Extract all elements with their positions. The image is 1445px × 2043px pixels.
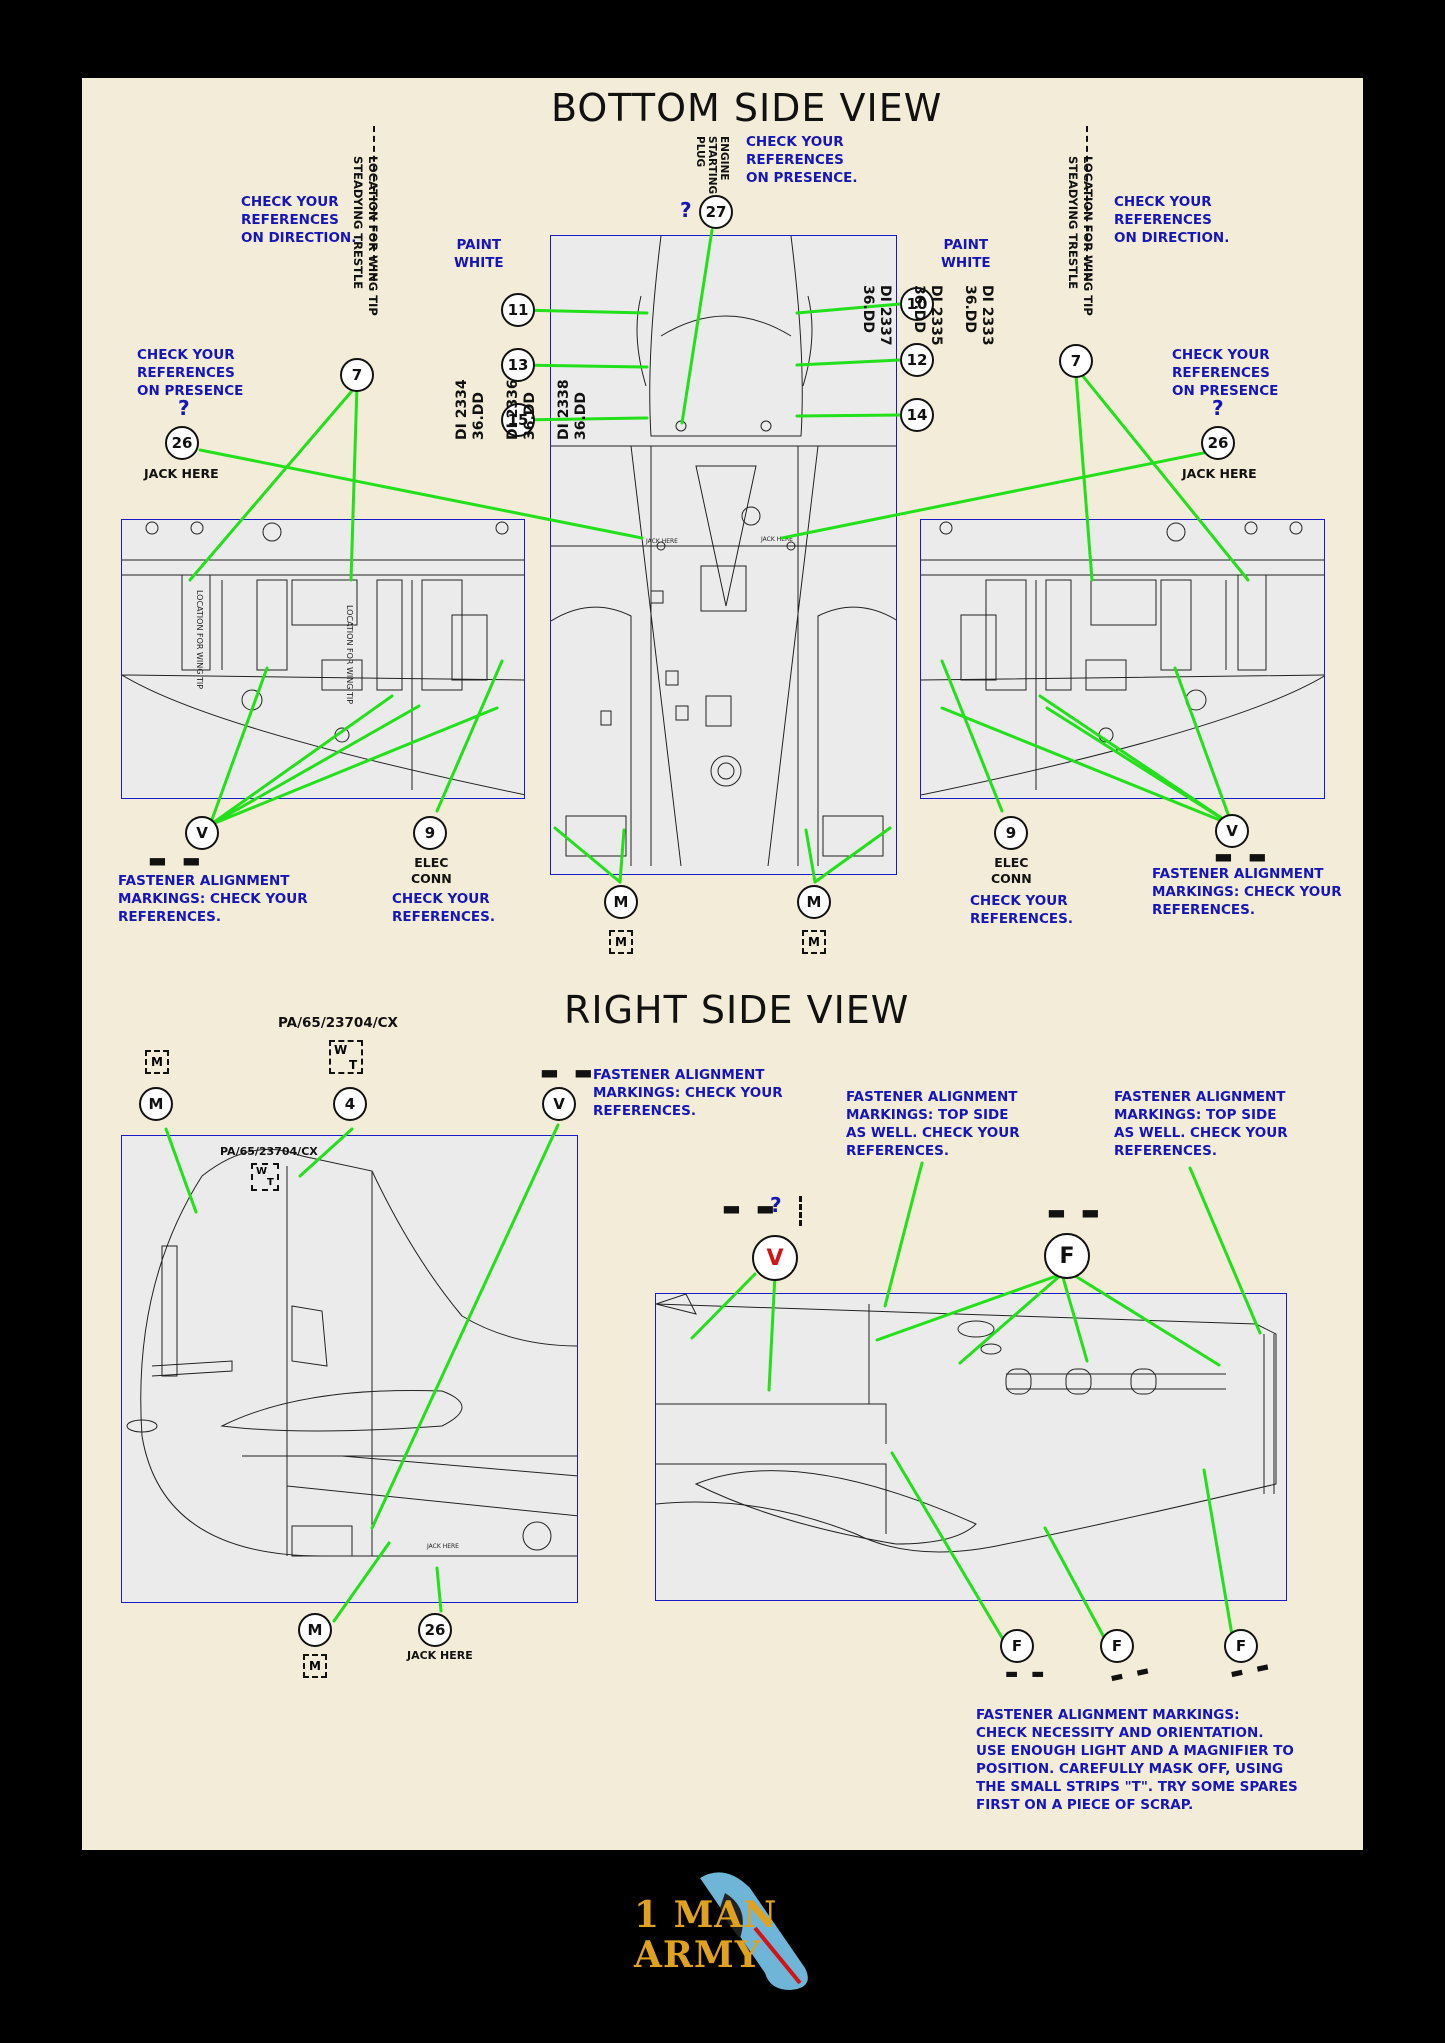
note-fastener-nose-mid: FASTENER ALIGNMENT MARKINGS: TOP SIDE AS…	[846, 1089, 1020, 1159]
fuselage-bottom-panel: JACK HERE JACK HERE	[550, 235, 897, 875]
svg-text:JACK HERE: JACK HERE	[645, 538, 678, 545]
callout-12: 12	[900, 343, 934, 377]
callout-f-2: F	[1100, 1629, 1134, 1663]
m-marker-box-tail: M	[145, 1050, 169, 1074]
elec-conn-right: ELEC CONN	[991, 855, 1032, 886]
callout-26-left: 26	[165, 426, 199, 460]
note-fastener-right: FASTENER ALIGNMENT MARKINGS: CHECK YOUR …	[1152, 866, 1342, 918]
note-presence-left: CHECK YOUR REFERENCES ON PRESENCE	[137, 347, 244, 399]
callout-11: 11	[501, 293, 535, 327]
question-mark-engine: ?	[680, 198, 692, 222]
v-dash-left: ▬ ▬	[148, 848, 205, 872]
note-elec-right: CHECK YOUR REFERENCES.	[970, 893, 1073, 927]
logo-line-2: ARMY	[634, 1934, 762, 1976]
callout-7-left: 7	[340, 358, 374, 392]
svg-text:JACK HERE: JACK HERE	[760, 536, 793, 543]
f-dash-1: ▬ ▬	[1005, 1666, 1049, 1682]
callout-26-right: 26	[1201, 426, 1235, 460]
v-dash-tail: ▬ ▬	[540, 1060, 597, 1084]
callout-m-lower: M	[298, 1613, 332, 1647]
leader-lines	[164, 228, 1262, 1643]
note-paint-right: PAINT WHITE	[941, 237, 991, 271]
callout-4: 4	[333, 1087, 367, 1121]
jack-here-lower: JACK HERE	[407, 1649, 473, 1662]
note-direction-right: CHECK YOUR REFERENCES ON DIRECTION.	[1114, 194, 1230, 246]
m-marker-box-lower: M	[303, 1654, 327, 1678]
right-view-title: RIGHT SIDE VIEW	[564, 988, 910, 1032]
trestle-dash-right	[1086, 126, 1088, 281]
callout-m-tail: M	[139, 1087, 173, 1121]
engine-starting-plug-label: ENGINE STARTING PLUG	[694, 136, 730, 195]
elec-conn-left: ELEC CONN	[411, 855, 452, 886]
callout-10: 10	[900, 287, 934, 321]
note-presence-engine: CHECK YOUR REFERENCES ON PRESENCE.	[746, 134, 858, 186]
callout-v-right: V	[1215, 814, 1249, 848]
callout-9-left: 9	[413, 816, 447, 850]
svg-text:LOCATION FOR WING TIP: LOCATION FOR WING TIP	[195, 590, 204, 689]
wt-marker: W T	[329, 1040, 363, 1074]
m-marker-box-right: M	[802, 930, 826, 954]
question-mark-right: ?	[1212, 396, 1224, 420]
note-fastener-left: FASTENER ALIGNMENT MARKINGS: CHECK YOUR …	[118, 873, 308, 925]
callout-v-nose: V	[752, 1235, 798, 1281]
serials-left: DI 2334 36.DD DI 2336 36.DD DI 2338 36.D…	[454, 379, 589, 440]
callout-26-lower: 26	[418, 1613, 452, 1647]
svg-text:LOCATION FOR WING TIP: LOCATION FOR WING TIP	[345, 605, 354, 704]
callout-7-right: 7	[1059, 344, 1093, 378]
left-wing-bottom-panel: LOCATION FOR WING TIP LOCATION FOR WING …	[121, 519, 525, 799]
f-dash-top: ▬ ▬	[1047, 1200, 1104, 1224]
callout-m-left: M	[604, 885, 638, 919]
callout-15: 15	[501, 403, 535, 437]
callout-v-tail: V	[542, 1087, 576, 1121]
nose-side-panel	[655, 1293, 1287, 1601]
trestle-label-right: LOCATION FOR WING TIP STEADYING TRESTLE	[1066, 156, 1095, 316]
instruction-sheet: BOTTOM SIDE VIEW RIGHT SIDE VIEW LOCATIO…	[82, 78, 1363, 1850]
serial-label-small: PA/65/23704/CX	[220, 1145, 318, 1158]
callout-v-left: V	[185, 816, 219, 850]
callout-13: 13	[501, 348, 535, 382]
wt-marker-small: W T	[251, 1163, 279, 1191]
one-man-army-logo: 1 MAN ARMY	[630, 1868, 820, 1992]
trestle-dash-left	[373, 126, 375, 281]
serials-right: DI 2333 36.DD DI 2335 36.DD DI 2337 36.D…	[860, 285, 995, 346]
trestle-label-left: LOCATION FOR WING TIP STEADYING TRESTLE	[351, 156, 380, 316]
serial-label: PA/65/23704/CX	[278, 1015, 398, 1031]
note-presence-right: CHECK YOUR REFERENCES ON PRESENCE	[1172, 347, 1279, 399]
note-fastener-nose-far: FASTENER ALIGNMENT MARKINGS: TOP SIDE AS…	[1114, 1089, 1288, 1159]
callout-m-right: M	[797, 885, 831, 919]
v-vert-dash-nose	[799, 1196, 802, 1226]
callout-f-3: F	[1224, 1629, 1258, 1663]
question-mark-left: ?	[178, 396, 190, 420]
note-paint-left: PAINT WHITE	[454, 237, 504, 271]
bottom-view-title: BOTTOM SIDE VIEW	[551, 86, 943, 130]
v-dash-nose: ▬ ▬	[722, 1196, 779, 1220]
question-mark-nose: ?	[770, 1193, 782, 1217]
callout-27: 27	[699, 195, 733, 229]
callout-9-right: 9	[994, 816, 1028, 850]
v-dash-right: ▬ ▬	[1214, 844, 1271, 868]
jack-here-right: JACK HERE	[1182, 466, 1257, 481]
note-fastener-tail: FASTENER ALIGNMENT MARKINGS: CHECK YOUR …	[593, 1067, 783, 1119]
jack-here-left: JACK HERE	[144, 466, 219, 481]
callout-f-1: F	[1000, 1629, 1034, 1663]
m-marker-box-left: M	[609, 930, 633, 954]
note-elec-left: CHECK YOUR REFERENCES.	[392, 891, 495, 925]
note-direction-left: CHECK YOUR REFERENCES ON DIRECTION.	[241, 194, 357, 246]
logo-line-1: 1 MAN	[634, 1894, 778, 1936]
tail-side-panel: JACK HERE	[121, 1135, 578, 1603]
svg-text:JACK HERE: JACK HERE	[426, 1543, 459, 1550]
note-fastener-bottom: FASTENER ALIGNMENT MARKINGS: CHECK NECES…	[976, 1707, 1298, 1813]
callout-14: 14	[900, 398, 934, 432]
callout-f-top: F	[1044, 1233, 1090, 1279]
